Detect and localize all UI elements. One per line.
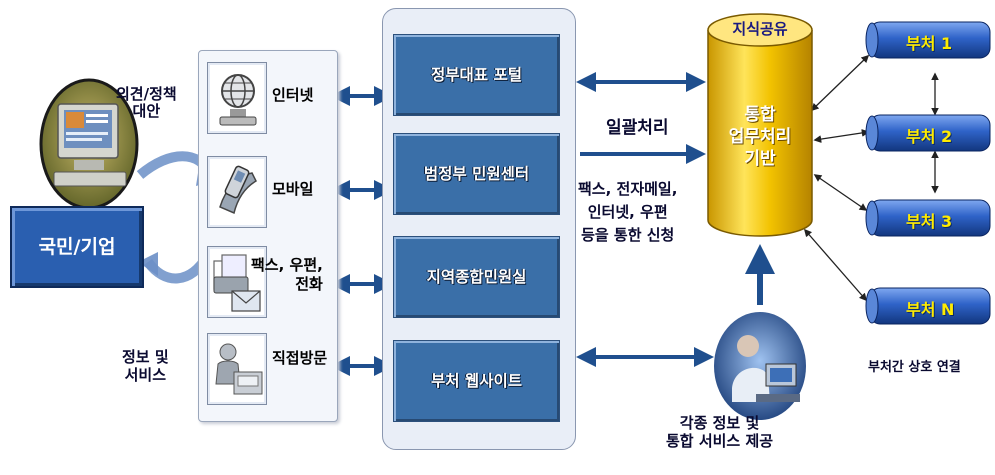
- citizen-computer-icon: [39, 78, 139, 210]
- service-civil-center: 범정부 민원센터: [393, 133, 560, 215]
- hub-top-label: 지식공유: [732, 20, 788, 38]
- channel-internet-icon-box: [207, 62, 267, 134]
- channel-fax-label: 팩스, 우편, 전화: [251, 256, 323, 293]
- dept-tube-3: [865, 199, 991, 237]
- various-info-annotation: 각종 정보 및 통합 서비스 제공: [666, 414, 774, 450]
- department-tubes: [865, 21, 991, 325]
- channel-visit-label: 직접방문: [272, 349, 328, 367]
- mobile-phone-icon: [219, 165, 257, 215]
- service-dept-website: 부처 웹사이트: [393, 340, 560, 422]
- channel-visit-icon-box: [207, 333, 267, 405]
- dept-interconnect-annotation: 부처간 상호 연결: [868, 360, 961, 375]
- globe-computer-icon: [219, 74, 257, 126]
- service-portal: 정부대표 포털: [393, 34, 560, 116]
- citizen-group: 국민/기업: [10, 78, 148, 293]
- hub-deptN-connector: [803, 228, 868, 302]
- submission-methods-annotation: 팩스, 전자메일, 인터넷, 우편 등을 통한 신청: [578, 180, 678, 244]
- dept-1-label: 부처 1: [906, 34, 953, 53]
- channel-mobile-icon-box: [207, 156, 267, 228]
- service-regional-office-label: 지역종합민원실: [426, 268, 527, 286]
- hub-dept3-connector: [813, 174, 868, 211]
- hub-dept1-connector: [810, 54, 870, 112]
- dept-n-label: 부처 N: [906, 300, 955, 319]
- info-service-annotation: 정보 및 서비스: [122, 348, 169, 384]
- citizen-label: 국민/기업: [38, 236, 116, 258]
- dept-tube-1: [865, 21, 991, 59]
- operator-photo-icon: [714, 312, 806, 420]
- dept-tube-n: [865, 287, 991, 325]
- dept-2-label: 부처 2: [906, 127, 953, 146]
- fax-mail-icon: [213, 254, 261, 312]
- batch-processing-annotation: 일괄처리: [606, 118, 669, 138]
- visitor-desk-icon: [215, 343, 263, 395]
- citizen-box: 국민/기업: [10, 206, 144, 288]
- service-dept-website-label: 부처 웹사이트: [431, 372, 522, 390]
- dept-tube-2: [865, 114, 991, 152]
- channel-fax-icon-box: [207, 246, 267, 318]
- channel-internet-label: 인터넷: [272, 86, 314, 104]
- service-regional-office: 지역종합민원실: [393, 236, 560, 318]
- service-civil-center-label: 범정부 민원센터: [423, 165, 530, 183]
- service-portal-label: 정부대표 포털: [431, 66, 522, 84]
- dept-3-label: 부처 3: [906, 212, 953, 231]
- channel-mobile-label: 모바일: [272, 180, 314, 198]
- opinion-annotation: 의견/정책 대안: [116, 85, 177, 120]
- hub-dept2-connector: [813, 129, 870, 143]
- hub-cylinder-icon: [707, 13, 813, 237]
- hub-label: 통합 업무처리 기반: [728, 105, 792, 169]
